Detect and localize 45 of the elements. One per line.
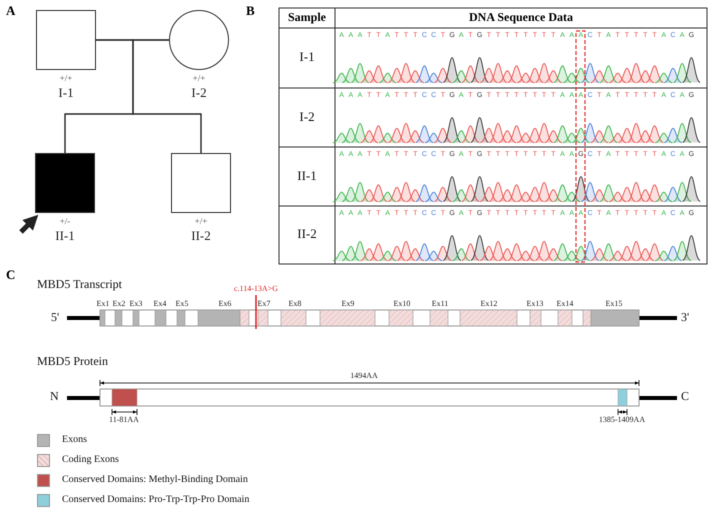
legend-text: Conserved Domains: Methyl-Binding Domain xyxy=(62,474,248,485)
genotype-label: +/+ xyxy=(192,74,206,84)
exon-label: Ex4 xyxy=(152,299,168,308)
exon-label: Ex8 xyxy=(288,299,302,308)
column-header: DNA Sequence Data xyxy=(468,11,574,25)
sample-id: II-2 xyxy=(296,227,318,242)
exon-label: Ex14 xyxy=(556,299,574,308)
legend-text: Exons xyxy=(62,434,87,445)
genotype-label: +/+ xyxy=(194,217,208,227)
genotype-label: +/- xyxy=(60,217,70,227)
exon-label: Ex15 xyxy=(604,299,624,308)
individual-id: I-2 xyxy=(191,86,207,100)
exon-label: Ex6 xyxy=(218,299,232,308)
genotype-label: +/+ xyxy=(60,74,72,84)
track-title: MBD5 Protein xyxy=(37,355,108,369)
domain-range-label: 1385-1409AA xyxy=(598,415,646,424)
exon-label: Ex7 xyxy=(256,299,272,308)
exon-label: Ex11 xyxy=(430,299,450,308)
panel-letter: C xyxy=(6,268,16,283)
terminus-label: C xyxy=(681,390,690,404)
exon-label: Ex12 xyxy=(480,299,498,308)
individual-id: II-2 xyxy=(191,229,211,244)
terminus-label: N xyxy=(50,390,59,404)
length-label: 1494AA xyxy=(349,371,379,380)
column-header: Sample xyxy=(286,11,327,25)
panel-letter: A xyxy=(6,4,16,19)
legend-text: Conserved Domains: Pro-Trp-Trp-Pro Domain xyxy=(62,494,250,505)
panel-letter: B xyxy=(246,4,255,19)
sample-id: II-1 xyxy=(296,168,318,184)
track-title: MBD5 Transcript xyxy=(37,278,122,292)
exon-label: Ex5 xyxy=(174,299,190,308)
end-label: 5' xyxy=(51,311,60,325)
domain-range-label: 11-81AA xyxy=(108,415,140,424)
pedigree-line xyxy=(132,39,202,153)
sample-id: I-1 xyxy=(298,50,316,65)
variant-label: c.114-13A>G xyxy=(233,284,279,294)
exon-label: Ex9 xyxy=(340,299,356,308)
sample-id: I-2 xyxy=(298,110,316,124)
exon-label: Ex13 xyxy=(526,299,544,308)
exon-label: Ex10 xyxy=(392,299,412,308)
proband-arrow xyxy=(19,214,38,234)
individual-id: II-1 xyxy=(55,229,75,244)
legend-text: Coding Exons xyxy=(62,454,119,465)
individual-id: I-1 xyxy=(58,86,74,100)
end-label: 3' xyxy=(681,311,690,325)
